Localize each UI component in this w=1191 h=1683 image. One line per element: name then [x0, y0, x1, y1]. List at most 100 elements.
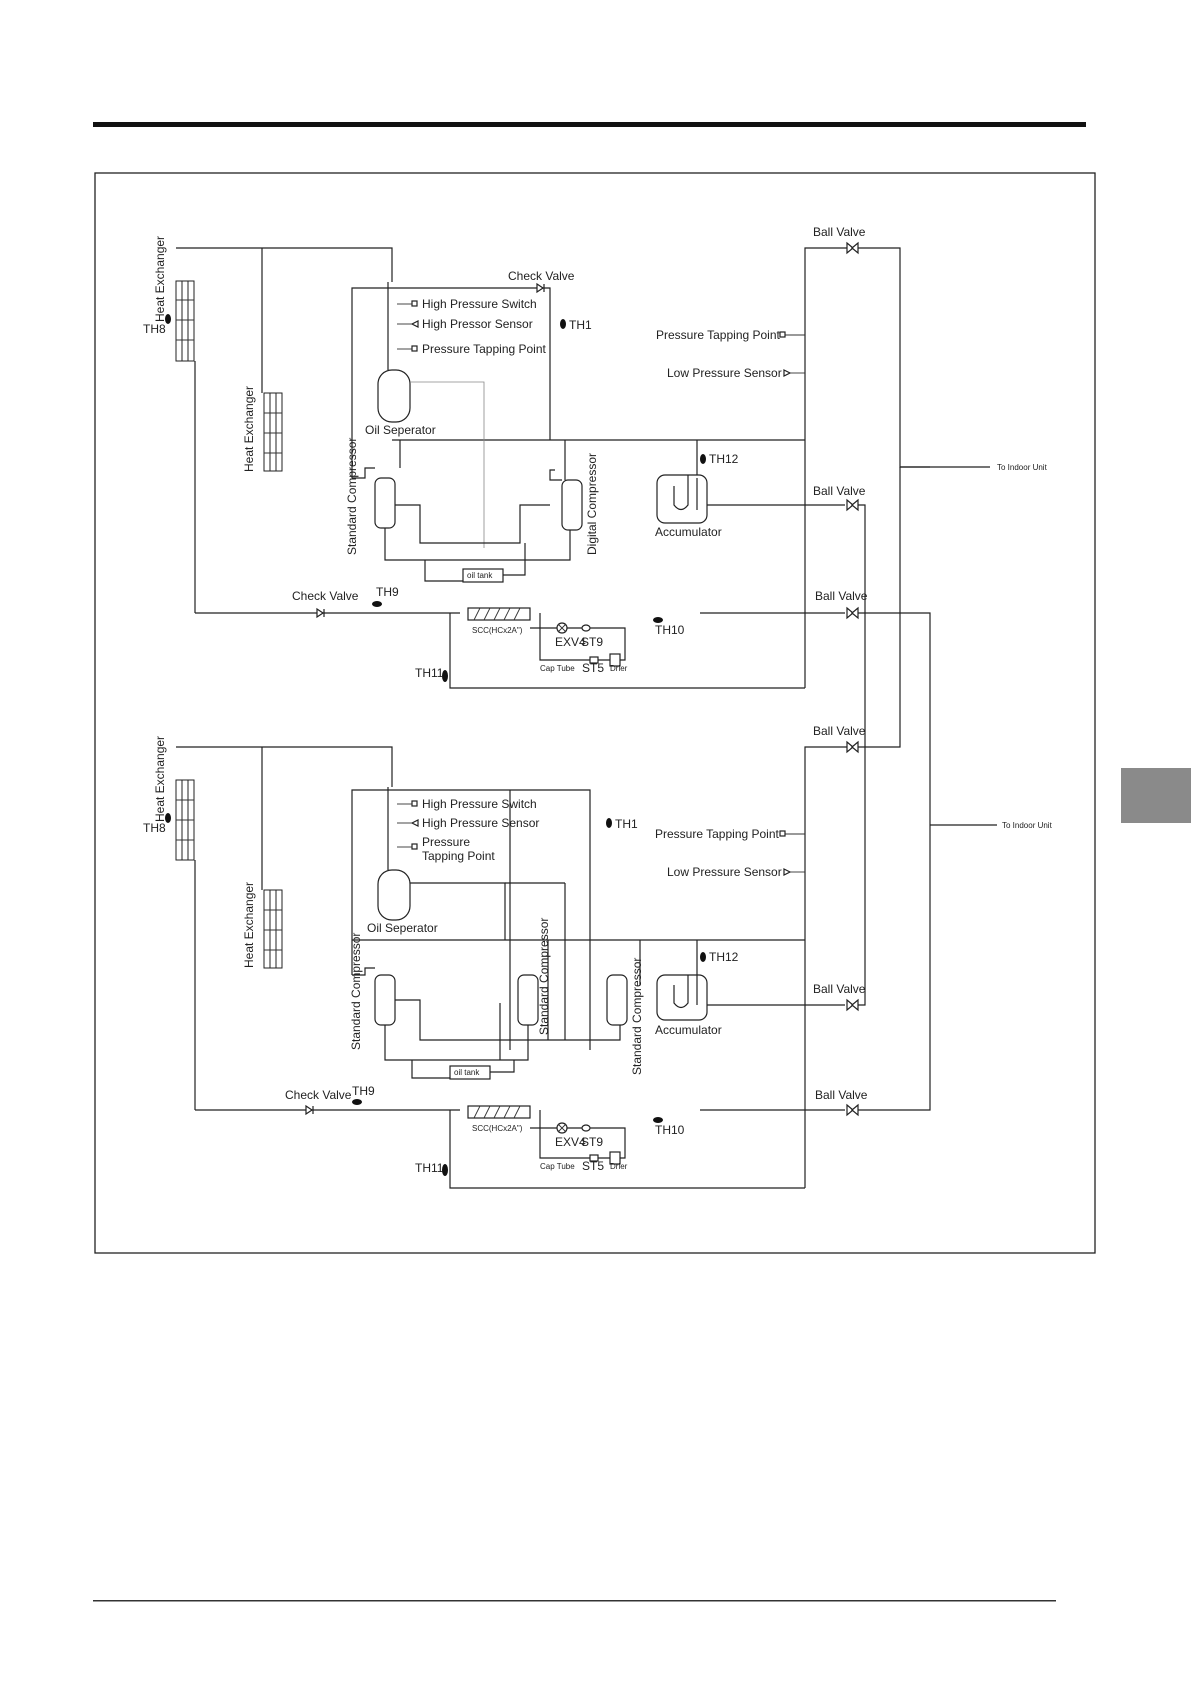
- pressure-tapping-point-left-b-label-2: Tapping Point: [422, 849, 495, 863]
- ball-valve-2: [846, 498, 854, 512]
- heat-exchanger-2: Heat Exchanger: [242, 386, 283, 472]
- ball-valve-1-b: [846, 740, 854, 754]
- standard-compressor-2-b: [517, 974, 539, 1026]
- th1-sensor: [560, 319, 566, 329]
- low-pressure-sensor-b-label: Low Pressure Sensor: [667, 865, 782, 879]
- scc-label: SCC(HCx2A"): [472, 626, 523, 635]
- high-pressure-switch-b-label: High Pressure Switch: [422, 797, 537, 811]
- oil-separator-b-label: Oil Seperator: [367, 921, 438, 935]
- to-indoor-unit-b-label: To Indoor Unit: [1002, 821, 1053, 830]
- st9-b-label: ST9: [581, 1135, 603, 1149]
- st9-label: ST9: [581, 635, 603, 649]
- ball-valve-3-b: [846, 1103, 854, 1117]
- drier-label: Drier: [610, 664, 628, 673]
- cap-tube-label: Cap Tube: [540, 664, 575, 673]
- standard-compressor-2-b-label: Standard Compressor: [537, 918, 551, 1035]
- th12-label: TH12: [709, 452, 739, 466]
- th8-b-sensor: [165, 813, 171, 823]
- th10-b-sensor: [653, 1117, 663, 1123]
- exv4-b-label: EXV4: [555, 1135, 586, 1149]
- th1-b-sensor: [606, 818, 612, 828]
- ball-valve-1-label: Ball Valve: [813, 225, 866, 239]
- ball-valve-3-label: Ball Valve: [815, 589, 868, 603]
- pressure-tapping-point-left-label: Pressure Tapping Point: [422, 342, 547, 356]
- high-pressure-sensor-label: High Pressor Sensor: [422, 317, 533, 331]
- th8-label: TH8: [143, 322, 166, 336]
- hx2-label: Heat Exchanger: [242, 386, 256, 472]
- scc-b-label: SCC(HCx2A"): [472, 1124, 523, 1133]
- th10-label: TH10: [655, 623, 685, 637]
- ball-valve-1-b-label: Ball Valve: [813, 724, 866, 738]
- standard-compressor-3-b: [606, 974, 628, 1026]
- th9-label: TH9: [376, 585, 399, 599]
- th1-b-label: TH1: [615, 817, 638, 831]
- check-valve-top-label: Check Valve: [508, 269, 575, 283]
- pressure-tapping-point-right-label: Pressure Tapping Point: [656, 328, 781, 342]
- ball-valve-1: [846, 241, 854, 255]
- th12-b-label: TH12: [709, 950, 739, 964]
- scc: [467, 607, 531, 621]
- header-rule: [93, 122, 1086, 127]
- th10-sensor: [653, 617, 663, 623]
- check-valve-bottom: [316, 607, 325, 619]
- th8-sensor: [165, 314, 171, 324]
- pressure-tapping-point-right-b-label: Pressure Tapping Point: [655, 827, 780, 841]
- check-valve-b: [305, 1104, 314, 1116]
- ball-valve-2-b-label: Ball Valve: [813, 982, 866, 996]
- th9-b-label: TH9: [352, 1084, 375, 1098]
- ball-valve-3-b-label: Ball Valve: [815, 1088, 868, 1102]
- th11-label: TH11: [415, 666, 444, 680]
- th1-label: TH1: [569, 318, 592, 332]
- th11-sensor: [442, 670, 448, 682]
- to-indoor-unit-label: To Indoor Unit: [997, 463, 1048, 472]
- pressure-tapping-point-left-b-label-1: Pressure: [422, 835, 470, 849]
- accumulator-b: [656, 974, 708, 1021]
- high-pressure-switch-label: High Pressure Switch: [422, 297, 537, 311]
- drier-b-label: Drier: [610, 1162, 628, 1171]
- hx1-label: Heat Exchanger: [153, 236, 167, 322]
- th9-b-sensor: [352, 1099, 362, 1105]
- check-valve-b-label: Check Valve: [285, 1088, 352, 1102]
- high-pressure-sensor-b-label: High Pressure Sensor: [422, 816, 539, 830]
- oil-separator: [377, 369, 411, 423]
- footer-rule: [93, 1600, 1056, 1602]
- side-tab: [1121, 768, 1191, 823]
- standard-compressor-1-b-label: Standard Compressor: [349, 933, 363, 1050]
- th9-sensor: [372, 601, 382, 607]
- ball-valve-2-label: Ball Valve: [813, 484, 866, 498]
- digital-compressor: [561, 479, 583, 531]
- diagram-frame: [94, 172, 1096, 1254]
- accumulator-label: Accumulator: [655, 525, 722, 539]
- top-system: Heat Exchanger TH8 Heat Exchanger Check …: [143, 225, 1048, 1111]
- standard-compressor-3-b-label: Standard Compressor: [630, 958, 644, 1075]
- th8-b-label: TH8: [143, 821, 166, 835]
- st5-b-label: ST5: [582, 1159, 604, 1173]
- heat-exchanger-1-b: Heat Exchanger: [153, 736, 195, 861]
- hx1-b-label: Heat Exchanger: [153, 736, 167, 822]
- th10-b-label: TH10: [655, 1123, 685, 1137]
- oil-separator-label: Oil Seperator: [365, 423, 436, 437]
- th12-sensor: [700, 454, 706, 464]
- low-pressure-sensor-label: Low Pressure Sensor: [667, 366, 782, 380]
- accumulator-b-label: Accumulator: [655, 1023, 722, 1037]
- heat-exchanger-2-b: Heat Exchanger: [242, 882, 283, 969]
- heat-exchanger-1: Heat Exchanger: [153, 236, 195, 362]
- oil-tank-label: oil tank: [467, 571, 493, 580]
- standard-compressor-1-b: [374, 974, 396, 1026]
- oil-tank-b-label: oil tank: [454, 1068, 480, 1077]
- st5-label: ST5: [582, 661, 604, 675]
- check-valve-bottom-label: Check Valve: [292, 589, 359, 603]
- th12-b-sensor: [700, 952, 706, 962]
- exv4-label: EXV4: [555, 635, 586, 649]
- cap-tube-b-label: Cap Tube: [540, 1162, 575, 1171]
- th11-b-sensor: [442, 1164, 448, 1176]
- standard-compressor-label: Standard Compressor: [345, 438, 359, 555]
- th11-b-label: TH11: [415, 1161, 444, 1175]
- ball-valve-3: [846, 606, 854, 620]
- bottom-system: Heat Exchanger TH8 Heat Exchanger High P…: [143, 467, 1053, 1189]
- check-valve-top: [536, 282, 545, 294]
- standard-compressor: [374, 477, 396, 529]
- oil-separator-b: [377, 869, 411, 921]
- hx2-b-label: Heat Exchanger: [242, 882, 256, 968]
